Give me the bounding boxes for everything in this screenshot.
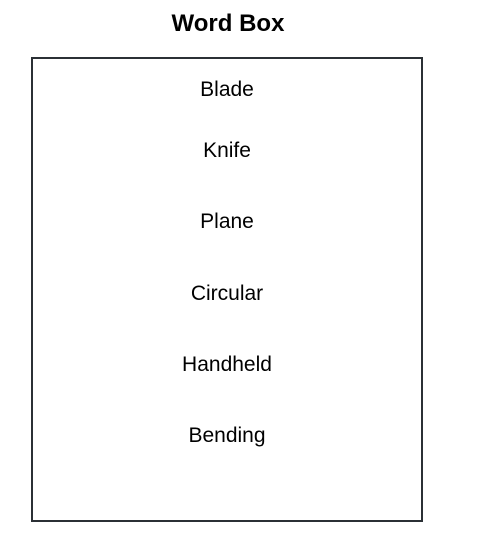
page-title: Word Box [171, 10, 285, 37]
word-item: Plane [200, 210, 254, 233]
word-item: Blade [200, 78, 254, 101]
word-item: Knife [203, 139, 251, 162]
word-item: Handheld [182, 353, 272, 376]
word-item: Bending [188, 424, 266, 447]
word-item: Circular [190, 282, 264, 305]
word-box: Blade Knife Plane Circular Handheld Bend… [31, 57, 423, 522]
